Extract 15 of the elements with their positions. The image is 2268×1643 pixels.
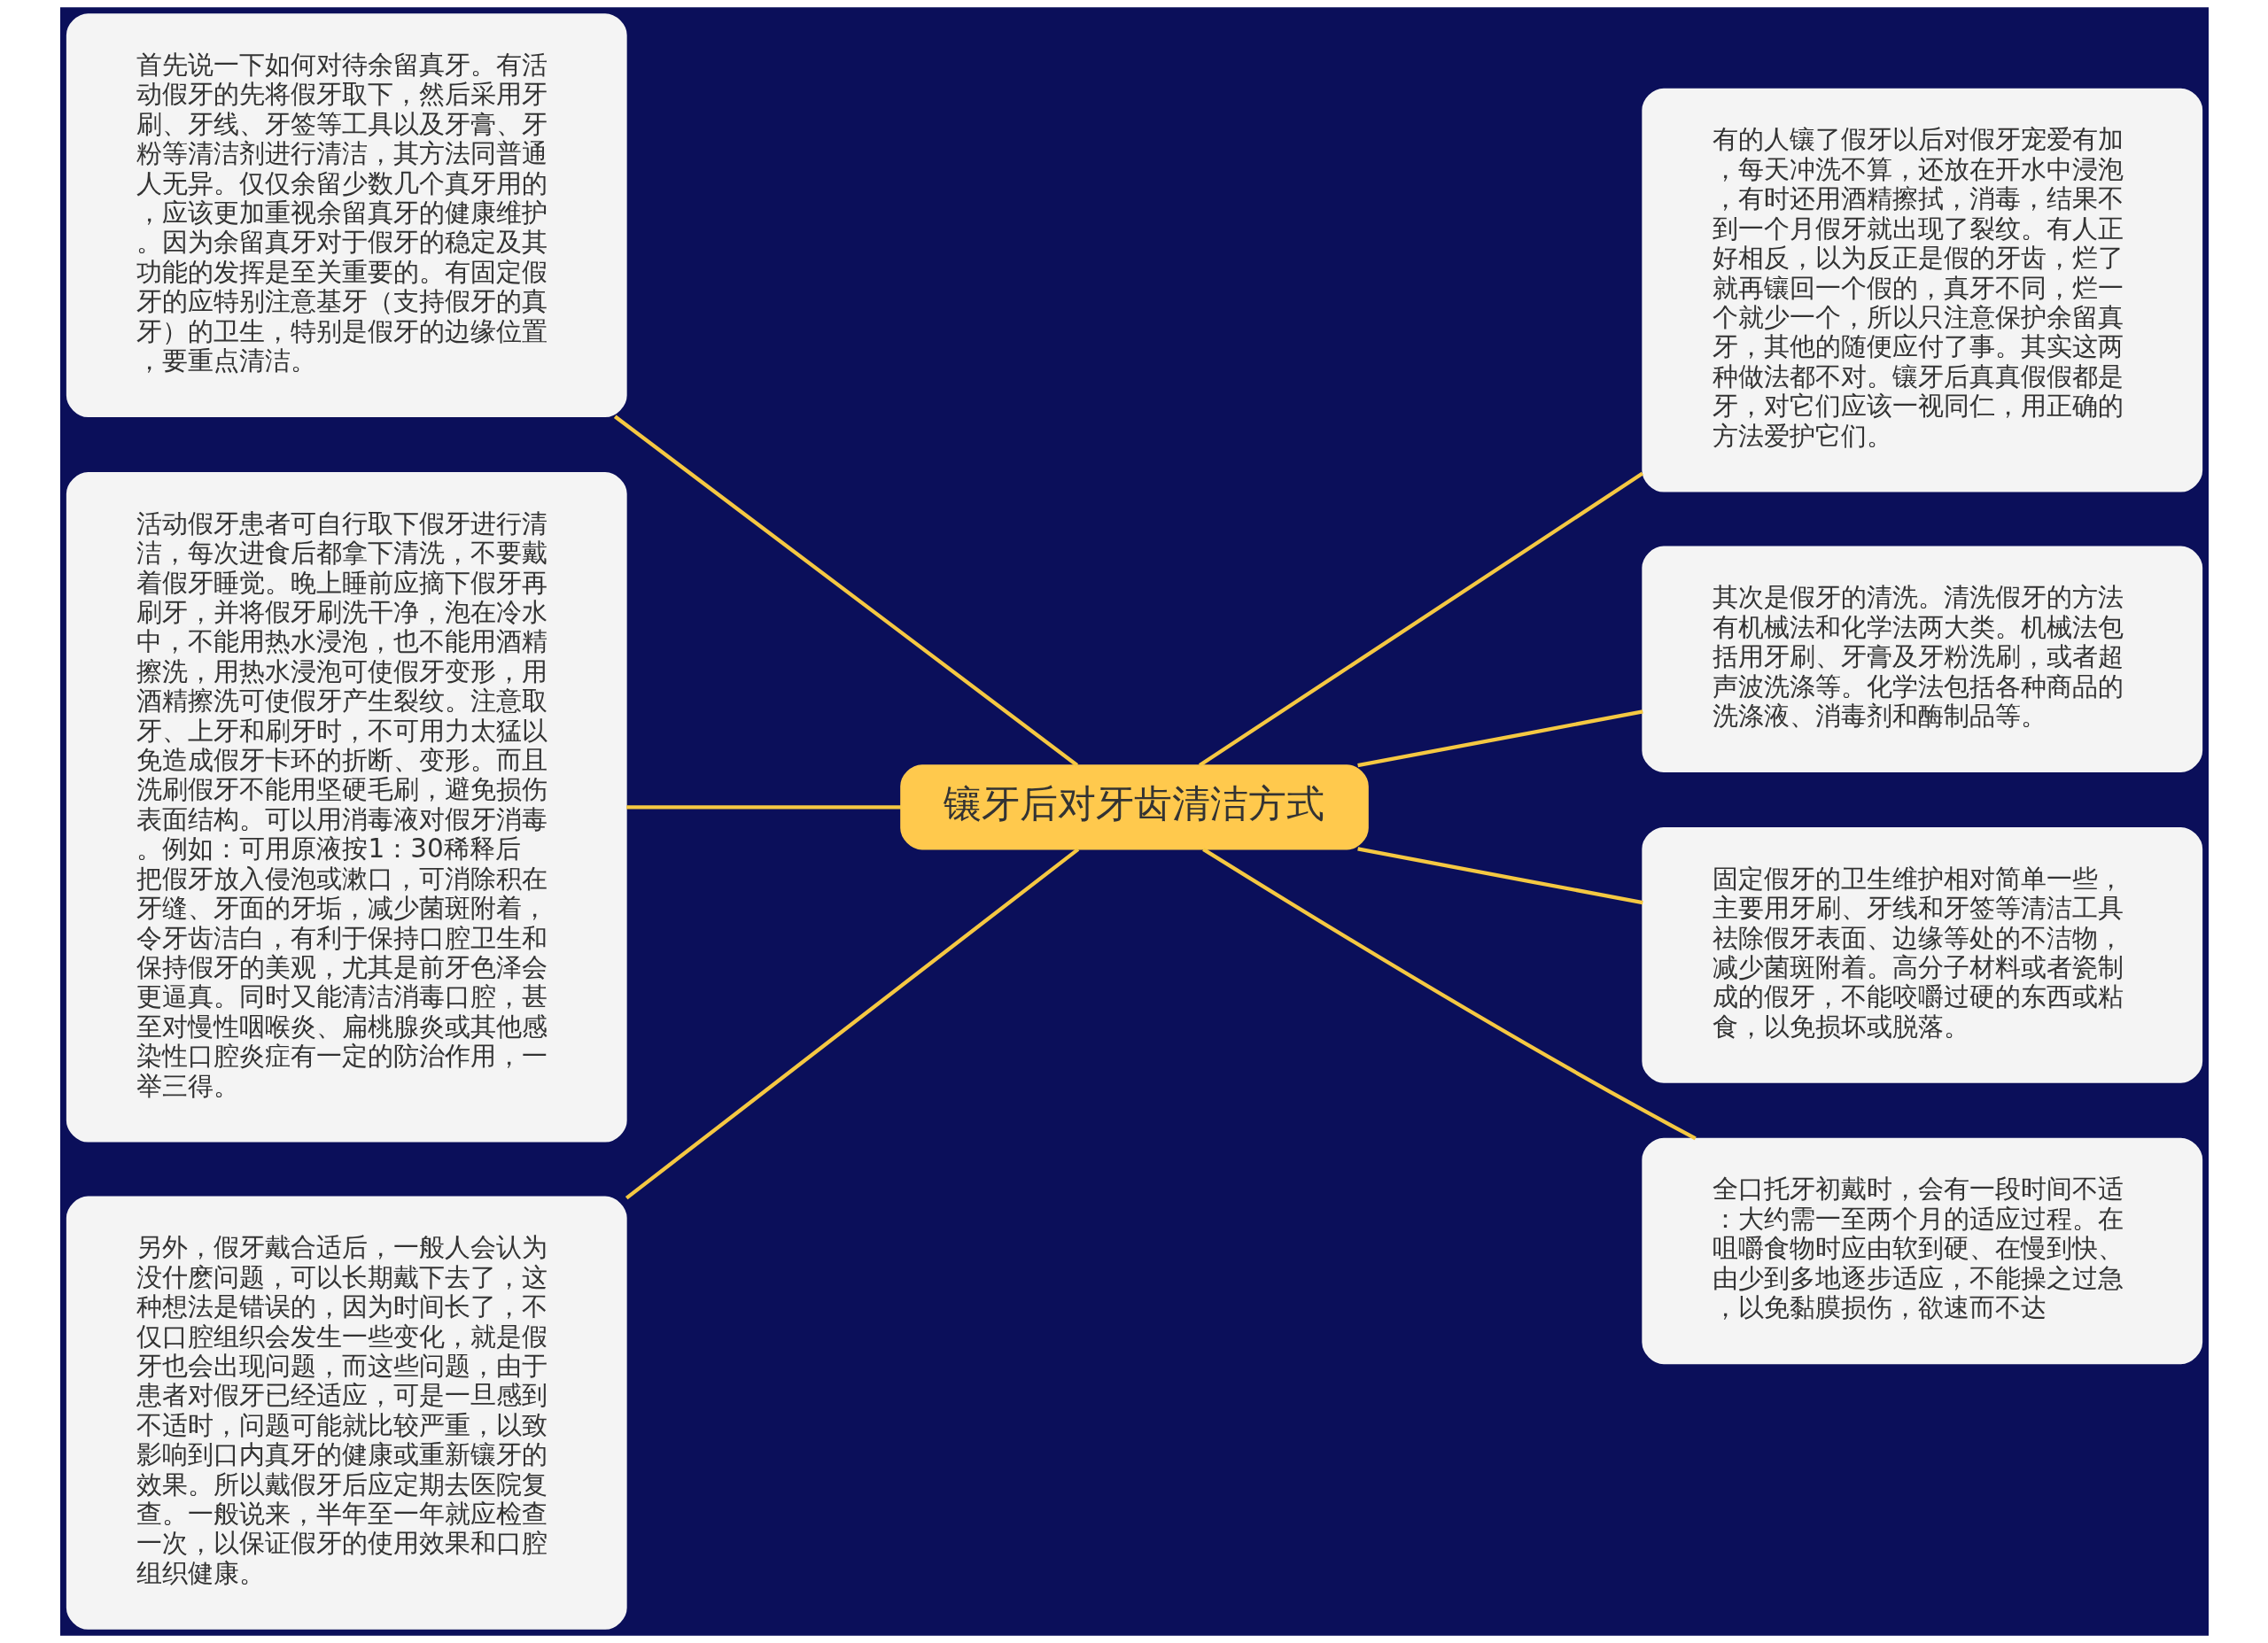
connector [625,848,1079,1200]
node-box: 固定假牙的卫生维护相对简单一些，主要用牙刷、牙线和牙签等清洁工具祛除假牙表面、边缘等处的不洁物，减少菌斑附着。高分子材料或者瓷制成的假牙，不能咬嚼过硬的东西或粘食，以免损坏或脱落。 [1641,826,2202,1083]
connector [1201,848,1697,1141]
node-box: 其次是假牙的清洗。清洗假牙的方法有机械法和化学法两大类。机械法包括用牙刷、牙膏及牙粉洗刷，或者超声波洗涤等。化学法包括各种商品的洗涤液、消毒剂和酶制品等。 [1641,546,2202,772]
connector [1198,471,1643,767]
connector [625,805,901,810]
connector [1356,847,1643,905]
node-box: 活动假牙患者可自行取下假牙进行清洁，每次进食后都拿下清洗，不要戴着假牙睡觉。晚上睡前应摘下假牙再刷牙，并将假牙刷洗干净，泡在冷水中，不能用热水浸泡，也不能用酒精擦洗，用热水浸泡可使假牙变形，用酒精擦洗可使假牙产生裂纹。注意取牙、上牙和刷牙时，不可用力太猛以免造成假牙卡环的折断、变形。而且洗刷假牙不能用坚硬毛刷，避免损伤表面结构。可以用消毒液对假牙消毒。例如：可用原液按1：30稀释后把假牙放入侵泡或漱口，可消除积在牙缝、牙面的牙垢，减少菌斑附着，令牙齿洁白，有利于保持口腔卫生和保持假牙的美观，尤其是前牙色泽会更逼真。同时又能清洁消毒口腔，甚至对慢性咽喉炎、扁桃腺炎或其他感染性口腔炎症有一定的防治作用，一举三得。 [66,472,627,1143]
node-box: 有的人镶了假牙以后对假牙宠爱有加，每天冲洗不算，还放在开水中浸泡，有时还用酒精擦拭，消毒，结果不到一个月假牙就出现了裂纹。有人正好相反，以为反正是假的牙齿，烂了就再镶回一个假的，真牙不同，烂一个就少一个，所以只注意保护余留真牙，其他的随便应付了事。其实这两种做法都不对。镶牙后真真假假都是牙，对它们应该一视同仁，用正确的方法爱护它们。 [1641,88,2202,492]
connector [1356,709,1643,768]
node-box: 首先说一下如何对待余留真牙。有活动假牙的先将假牙取下，然后采用牙刷、牙线、牙签等工具以及牙膏、牙粉等清洁剂进行清洁，其方法同普通人无异。仅仅余留少数几个真牙用的，应该更加重视余留真牙的健康维护。因为余留真牙对于假牙的稳定及其功能的发挥是至关重要的。有固定假牙的应特别注意基牙（支持假牙的真牙）的卫生，特别是假牙的边缘位置，要重点清洁。 [66,13,627,418]
node-box: 全口托牙初戴时，会有一段时间不适：大约需一至两个月的适应过程。在咀嚼食物时应由软到硬、在慢到快、由少到多地逐步适应，不能操之过急，以免黏膜损伤，欲速而不达 [1641,1137,2202,1365]
node-box: 镶牙后对牙齿清洁方式 [899,764,1369,850]
node-box: 另外，假牙戴合适后，一般人会认为没什麽问题，可以长期戴下去了，这种想法是错误的，因为时间长了，不仅口腔组织会发生一些变化，就是假牙也会出现问题，而这些问题，由于患者对假牙已经适应，可是一旦感到不适时，问题可能就比较严重，以致影响到口内真牙的健康或重新镶牙的效果。所以戴假牙后应定期去医院复查。一般说来，半年至一年就应检查一次，以保证假牙的使用效果和口腔组织健康。 [66,1196,627,1630]
connector [613,415,1078,767]
